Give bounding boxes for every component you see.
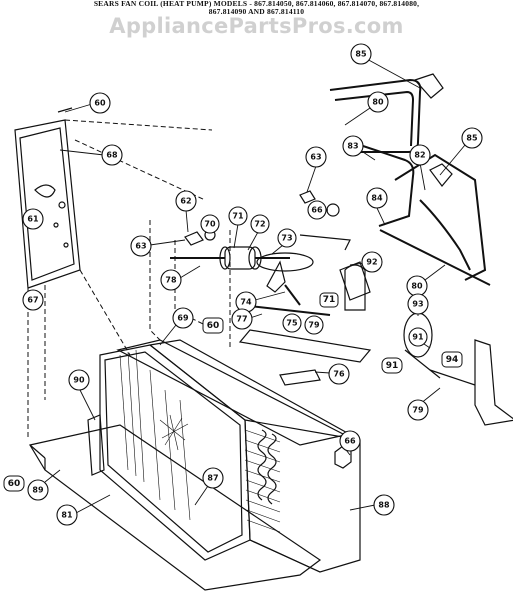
callout-90: 90 (68, 369, 96, 421)
callout-71-top: 71 (228, 206, 248, 249)
svg-text:74: 74 (240, 298, 252, 307)
callout-93: 93 (407, 293, 429, 316)
model-list-line-2: 867.814090 AND 867.814110 (208, 7, 305, 16)
svg-text:90: 90 (73, 376, 85, 385)
svg-text:81: 81 (61, 511, 73, 520)
callout-89: 89 (27, 469, 61, 501)
callout-group: 85 80 60 68 83 63 82 85 62 70 71 72 66 8… (3, 43, 483, 526)
svg-text:79: 79 (308, 321, 320, 330)
callout-82: 82 (409, 144, 431, 191)
callout-77: 77 (231, 308, 263, 330)
svg-text:69: 69 (177, 314, 189, 323)
callout-60-hand: 60 (202, 317, 224, 334)
svg-text:92: 92 (366, 258, 377, 267)
svg-text:91: 91 (412, 333, 424, 342)
svg-text:70: 70 (204, 220, 216, 229)
svg-text:80: 80 (372, 98, 384, 107)
callout-72: 72 (247, 214, 270, 251)
svg-text:67: 67 (27, 296, 38, 305)
callout-80-top: 80 (344, 91, 389, 126)
svg-text:62: 62 (180, 197, 191, 206)
callout-85-top: 85 (350, 43, 421, 89)
callout-74: 74 (235, 291, 286, 313)
svg-text:73: 73 (281, 234, 292, 243)
callout-83: 83 (342, 135, 376, 161)
svg-text:60: 60 (8, 479, 21, 489)
svg-text:66: 66 (311, 206, 323, 215)
svg-text:72: 72 (254, 220, 265, 229)
svg-text:68: 68 (106, 151, 118, 160)
svg-text:75: 75 (286, 319, 298, 328)
callout-76: 76 (314, 363, 350, 385)
callout-60-top: 60 (64, 92, 111, 114)
callout-85-right: 85 (439, 127, 483, 176)
callout-87: 87 (194, 467, 224, 506)
callout-94: 94 (441, 351, 463, 368)
svg-text:61: 61 (27, 215, 39, 224)
callout-73: 73 (271, 228, 297, 255)
callout-60-bottom: 60 (3, 475, 25, 492)
callout-91-left: 91 (381, 357, 403, 374)
callout-62: 62 (175, 190, 197, 233)
svg-text:85: 85 (466, 134, 478, 143)
svg-text:60: 60 (94, 99, 106, 108)
callout-79-right: 79 (407, 387, 441, 421)
svg-text:83: 83 (347, 142, 358, 151)
svg-text:89: 89 (32, 486, 44, 495)
svg-text:94: 94 (446, 355, 459, 365)
callout-88: 88 (349, 494, 395, 516)
svg-text:71: 71 (323, 295, 336, 305)
svg-text:79: 79 (412, 406, 424, 415)
callout-79-mid: 79 (304, 315, 324, 335)
cabinet-drawing (29, 339, 361, 591)
callout-66-top: 66 (307, 200, 328, 220)
callout-63-mid: 63 (130, 235, 186, 257)
svg-text:66: 66 (344, 437, 356, 446)
svg-text:63: 63 (135, 242, 146, 251)
assembly-dash-lines (27, 119, 231, 440)
callout-71-mid: 71 (319, 292, 339, 308)
callout-63-top: 63 (305, 146, 327, 193)
svg-text:80: 80 (411, 282, 423, 291)
svg-text:82: 82 (414, 151, 425, 160)
callout-92: 92 (349, 251, 383, 273)
svg-text:60: 60 (207, 321, 220, 331)
parts-header: SEARS FAN COIL (HEAT PUMP) MODELS - 867.… (0, 0, 513, 16)
callout-68: 68 (59, 144, 123, 166)
callout-81: 81 (56, 494, 111, 526)
svg-text:63: 63 (310, 153, 321, 162)
svg-text:77: 77 (236, 315, 247, 324)
callout-70: 70 (200, 214, 220, 234)
svg-text:84: 84 (371, 194, 383, 203)
svg-text:91: 91 (386, 361, 399, 371)
callout-80-right: 80 (406, 264, 446, 297)
svg-text:85: 85 (355, 50, 367, 59)
callout-67: 67 (22, 289, 44, 311)
svg-text:76: 76 (333, 370, 345, 379)
callout-91-right: 91 (408, 327, 431, 349)
svg-text:78: 78 (165, 276, 177, 285)
callout-61: 61 (22, 208, 44, 230)
side-panel-drawing (14, 107, 81, 289)
svg-text:71: 71 (232, 212, 244, 221)
callout-66-right: 66 (339, 430, 361, 456)
callout-75: 75 (282, 313, 302, 333)
svg-text:88: 88 (378, 501, 390, 510)
tubing-drawing (329, 73, 491, 286)
svg-text:93: 93 (412, 300, 423, 309)
right-brackets-drawing (238, 264, 513, 426)
model-list-line-1: SEARS FAN COIL (HEAT PUMP) MODELS - 867.… (93, 0, 420, 8)
callout-78: 78 (160, 265, 201, 291)
callout-69: 69 (159, 307, 194, 346)
callout-84: 84 (366, 187, 388, 226)
svg-text:87: 87 (207, 474, 218, 483)
